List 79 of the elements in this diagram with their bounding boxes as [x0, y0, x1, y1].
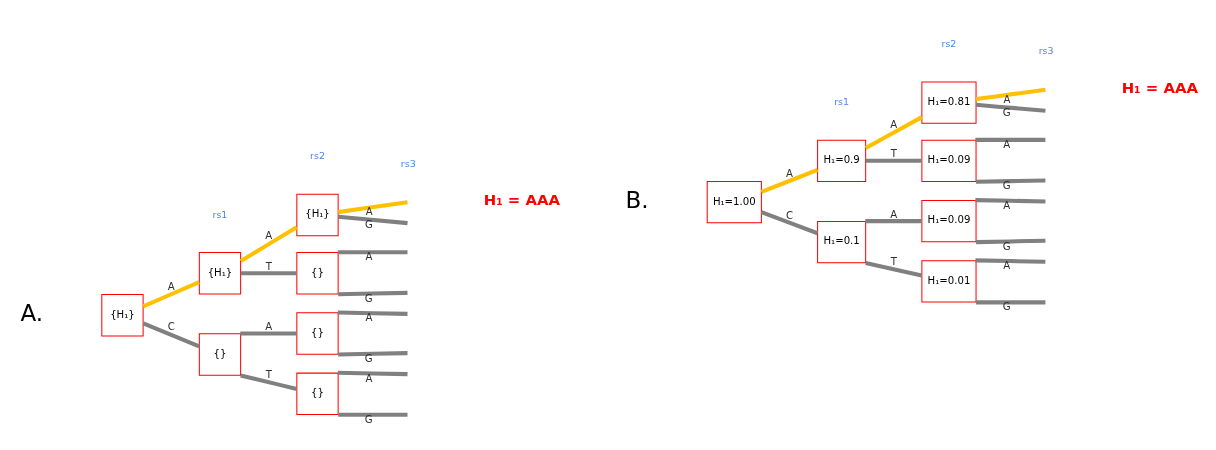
- connector: [338, 412, 408, 417]
- node-box: {}: [198, 333, 242, 376]
- node-box: H₁=1.00: [706, 181, 762, 224]
- connector: [865, 261, 923, 278]
- edge-label: G: [1002, 180, 1011, 192]
- label: H₁ = AAA: [483, 191, 561, 210]
- connector: [865, 219, 922, 224]
- connector: [337, 250, 408, 255]
- connector: [976, 238, 1046, 245]
- edge-label: A: [786, 168, 793, 180]
- edge-label: T: [265, 260, 272, 272]
- edge-label: T: [890, 256, 897, 268]
- connector: [338, 214, 408, 226]
- connector: [975, 198, 1046, 204]
- edge-label: A: [167, 281, 175, 293]
- edge-label: C: [785, 210, 794, 222]
- connector: [337, 200, 408, 215]
- edge-label: A: [1003, 138, 1011, 150]
- connector: [975, 87, 1046, 102]
- label: B.: [625, 187, 649, 214]
- connector: [760, 210, 819, 236]
- label: rs3: [1038, 45, 1054, 57]
- edge-label: A: [265, 230, 273, 242]
- edge-label: A: [1003, 260, 1011, 272]
- connector: [239, 225, 298, 263]
- connector: [240, 373, 298, 391]
- edge-label: G: [1002, 301, 1011, 313]
- edge-label: G: [1002, 240, 1011, 252]
- label: rs2: [310, 150, 325, 162]
- label: rs1: [834, 96, 850, 108]
- node-box: {H₁}: [101, 294, 144, 337]
- edge-label: A: [890, 208, 898, 220]
- label: rs1: [212, 208, 228, 220]
- node-box: {H₁}: [198, 252, 242, 295]
- connector: [337, 370, 408, 377]
- connector: [975, 102, 1046, 113]
- node-box: H₁=0.01: [921, 260, 977, 303]
- node-box: {}: [296, 252, 339, 295]
- edge-label: A: [1003, 199, 1011, 211]
- node-box: H₁=0.9: [817, 139, 867, 182]
- edge-label: A: [365, 251, 373, 263]
- label: rs3: [400, 157, 416, 169]
- edge-label: A: [365, 312, 373, 324]
- label: H₁ = AAA: [1121, 78, 1198, 97]
- connector: [338, 290, 408, 297]
- node-box: {H₁}: [296, 193, 339, 237]
- connector: [337, 310, 408, 316]
- node-box: {}: [296, 372, 339, 415]
- label: rs2: [941, 37, 957, 49]
- edge-label: G: [364, 413, 373, 425]
- connector: [142, 321, 200, 349]
- connector: [240, 271, 297, 276]
- connector: [976, 300, 1046, 305]
- node-box: H₁=0.1: [817, 220, 867, 264]
- connector: [976, 178, 1046, 184]
- edge-label: A: [1003, 93, 1011, 105]
- edge-label: G: [364, 292, 373, 304]
- edge-label: G: [364, 352, 373, 364]
- node-box: H₁=0.81: [921, 81, 977, 124]
- label: A.: [20, 300, 44, 327]
- node-box: {}: [296, 312, 339, 355]
- edge-label: T: [890, 148, 897, 160]
- edge-label: A: [365, 372, 373, 384]
- node-box: H₁=0.09: [921, 199, 977, 243]
- connector: [760, 168, 819, 194]
- node-box: H₁=0.09: [921, 139, 977, 182]
- connector: [975, 137, 1046, 142]
- edge-label: C: [167, 321, 175, 333]
- edge-label: G: [1002, 106, 1011, 118]
- connector: [142, 280, 200, 309]
- connector: [338, 351, 408, 357]
- connector: [975, 258, 1046, 264]
- connector: [864, 115, 923, 150]
- connector: [240, 331, 297, 336]
- edge-label: A: [265, 321, 273, 333]
- edge-label: A: [890, 119, 898, 131]
- connector: [865, 158, 922, 163]
- edge-label: G: [364, 219, 373, 231]
- edge-label: T: [265, 368, 272, 380]
